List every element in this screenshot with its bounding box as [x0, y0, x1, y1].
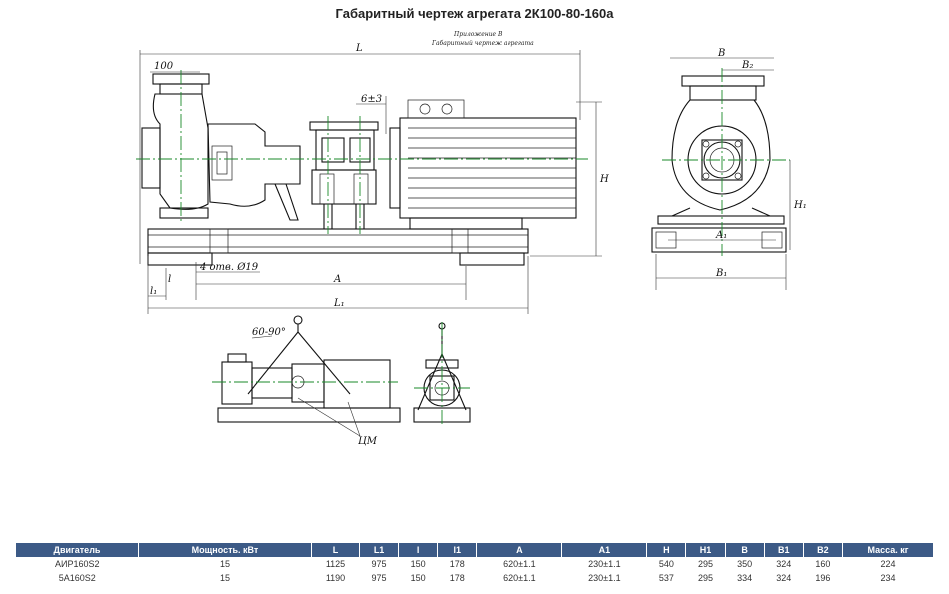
table-cell: 178 — [449, 559, 465, 569]
col-header-engine: Двигатель — [16, 543, 139, 557]
col-header-l: l — [398, 543, 439, 557]
col-header-B1: B1 — [764, 543, 804, 557]
dim-label-L1: L₁ — [333, 298, 345, 309]
dim-label-l: l — [168, 274, 171, 285]
table-cell: 295 — [697, 573, 714, 583]
appendix-subnote: Габаритный чертеж агрегата — [431, 40, 534, 47]
center-mass-label: ЦМ — [358, 436, 378, 447]
col-header-A1: A1 — [561, 543, 648, 557]
drawing-title: Габаритный чертеж агрегата 2К100-80-160а — [335, 6, 614, 21]
col-header-H: H — [646, 543, 687, 557]
table-cell: 15 — [219, 573, 230, 583]
table-cell: 178 — [449, 573, 465, 583]
table-cell: 196 — [815, 573, 831, 583]
table-cell: 224 — [880, 559, 896, 569]
table-cell: 5А160S2 — [58, 573, 96, 583]
dim-label-H1: H₁ — [793, 200, 807, 211]
table-cell: 230±1.1 — [588, 573, 621, 583]
table-cell: 230±1.1 — [588, 559, 621, 569]
dimensional-drawing: Приложение В Габаритный чертеж агрегата — [136, 31, 807, 447]
col-header-B2: B2 — [803, 543, 844, 557]
table-cell: 324 — [776, 573, 792, 583]
dim-label-l1: l₁ — [150, 286, 157, 297]
dim-label-B: B — [717, 48, 725, 59]
table-cell: 334 — [737, 573, 753, 583]
table-row: 5А160S2 15 1190 975 150 178 620±1.1 230±… — [16, 571, 934, 585]
dim-label-A: A — [333, 274, 341, 285]
dim-label-B1: B₁ — [715, 268, 727, 279]
table-cell: 15 — [219, 559, 230, 569]
dim-label-gap: 6±3 — [361, 94, 382, 105]
col-header-l1: l1 — [437, 543, 478, 557]
dim-label-A1: A₁ — [715, 230, 727, 241]
table-cell: 295 — [697, 559, 714, 569]
dim-label-L: L — [355, 43, 363, 54]
dim-label-holes: 4 отв. Ø19 — [199, 262, 259, 273]
table-cell: 160 — [815, 559, 831, 569]
table-cell: 540 — [658, 559, 674, 569]
table-cell: 1190 — [325, 573, 346, 583]
table-cell: 537 — [658, 573, 674, 583]
col-header-H1: H1 — [685, 543, 726, 557]
col-header-power: Мощность. кВт — [138, 543, 312, 557]
col-header-B: B — [725, 543, 765, 557]
col-header-L1: L1 — [359, 543, 400, 557]
table-cell: 324 — [776, 559, 792, 569]
col-header-L: L — [311, 543, 361, 557]
col-header-mass: Масса. кг — [842, 543, 934, 557]
lifting-side-view — [212, 315, 401, 437]
table-cell: 620±1.1 — [503, 559, 536, 569]
table-cell: 620±1.1 — [503, 573, 536, 583]
table-row: АИР160S2 15 1125 975 150 178 620±1.1 230… — [16, 557, 934, 571]
side-view — [136, 50, 602, 314]
appendix-note: Приложение В — [453, 31, 503, 38]
end-view — [651, 57, 791, 290]
table-cell: 975 — [371, 559, 387, 569]
table-cell: 350 — [737, 559, 753, 569]
table-cell: 975 — [371, 573, 387, 583]
table-cell: 1125 — [325, 559, 346, 569]
dim-label-100: 100 — [154, 61, 174, 72]
table-cell: 234 — [880, 573, 896, 583]
lifting-angle-label: 60-90° — [252, 327, 286, 338]
spec-table: Двигатель Мощность. кВт L L1 l l1 A A1 H… — [16, 543, 934, 585]
dim-label-H: H — [599, 174, 609, 185]
col-header-A: A — [476, 543, 563, 557]
lifting-end-view — [413, 322, 471, 424]
table-cell: 150 — [410, 559, 426, 569]
table-cell: АИР160S2 — [55, 559, 100, 569]
dim-label-B2: B₂ — [741, 60, 753, 71]
table-cell: 150 — [410, 573, 426, 583]
spec-table-header-row: Двигатель Мощность. кВт L L1 l l1 A A1 H… — [16, 543, 934, 557]
